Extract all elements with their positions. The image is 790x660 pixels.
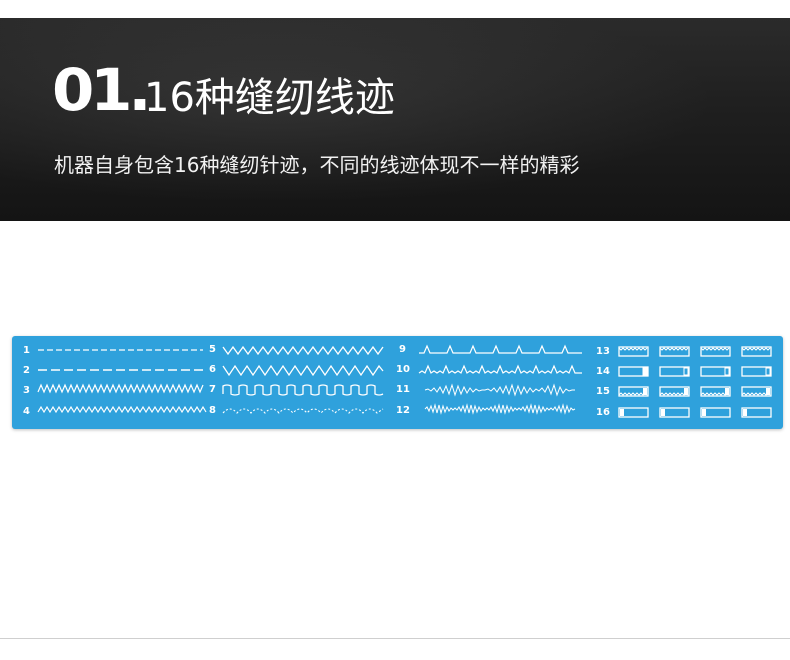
stitch-label-16: 16 (596, 407, 610, 418)
buttonhole-icon (618, 386, 649, 397)
stitch-label-12: 12 (396, 405, 410, 416)
stitch-label-6: 6 (209, 364, 216, 375)
buttonhole-icon (741, 366, 772, 377)
stitch-1-straight-dashed-icon (38, 349, 203, 351)
buttonhole-icon (618, 346, 649, 357)
buttonhole-icon (618, 407, 649, 418)
buttonhole-icon (700, 407, 731, 418)
stitch-10-stretch-blind-hem-icon (418, 364, 582, 374)
stitch-6-zigzag-medium-icon (222, 364, 384, 377)
stitch-label-13: 13 (596, 346, 610, 357)
header-banner: 01. 16种缝纫线迹 机器自身包含16种缝纫针迹，不同的线迹体现不一样的精彩 (0, 18, 790, 221)
buttonhole-icon (659, 366, 690, 377)
stitch-label-2: 2 (23, 365, 30, 376)
stitch-label-14: 14 (596, 366, 610, 377)
stitch-pattern-panel: 1 2 3 4 5 6 7 8 9 10 11 12 13 (12, 336, 783, 429)
stitch-2-long-dashed-icon (38, 369, 203, 371)
stitch-label-3: 3 (23, 385, 30, 396)
buttonhole-icon (741, 407, 772, 418)
stitch-3-multi-zigzag-icon (37, 383, 204, 394)
stitch-12-satin-wave-icon (424, 403, 576, 415)
stitch-11-satin-diamond-icon (424, 383, 575, 397)
stitch-label-9: 9 (399, 344, 406, 355)
stitch-4-small-zigzag-icon (37, 405, 207, 414)
buttonhole-icon (700, 386, 731, 397)
stitch-label-1: 1 (23, 345, 30, 356)
stitch-label-8: 8 (209, 405, 216, 416)
stitch-5-zigzag-icon (222, 345, 384, 356)
buttonhole-icon (700, 346, 731, 357)
stitch-label-5: 5 (209, 344, 216, 355)
buttonhole-icon (741, 386, 772, 397)
bottom-divider (0, 638, 790, 639)
stitch-7-scallop-icon (222, 384, 384, 396)
buttonhole-icon (659, 407, 690, 418)
section-number: 01. (52, 56, 151, 124)
buttonhole-icon (741, 346, 772, 357)
stitch-label-7: 7 (209, 384, 216, 395)
stitch-label-11: 11 (396, 384, 410, 395)
buttonhole-icon (659, 386, 690, 397)
stitch-label-15: 15 (596, 386, 610, 397)
stitch-label-4: 4 (23, 406, 30, 417)
stitch-9-blind-hem-icon (419, 344, 582, 354)
buttonhole-icon (700, 366, 731, 377)
section-subtitle: 机器自身包含16种缝纫针迹，不同的线迹体现不一样的精彩 (54, 153, 580, 177)
buttonhole-icon (618, 366, 649, 377)
stitch-8-dotted-arch-icon (222, 408, 384, 414)
buttonhole-icon (659, 346, 690, 357)
section-title: 16种缝纫线迹 (144, 75, 395, 121)
stitch-label-10: 10 (396, 364, 410, 375)
